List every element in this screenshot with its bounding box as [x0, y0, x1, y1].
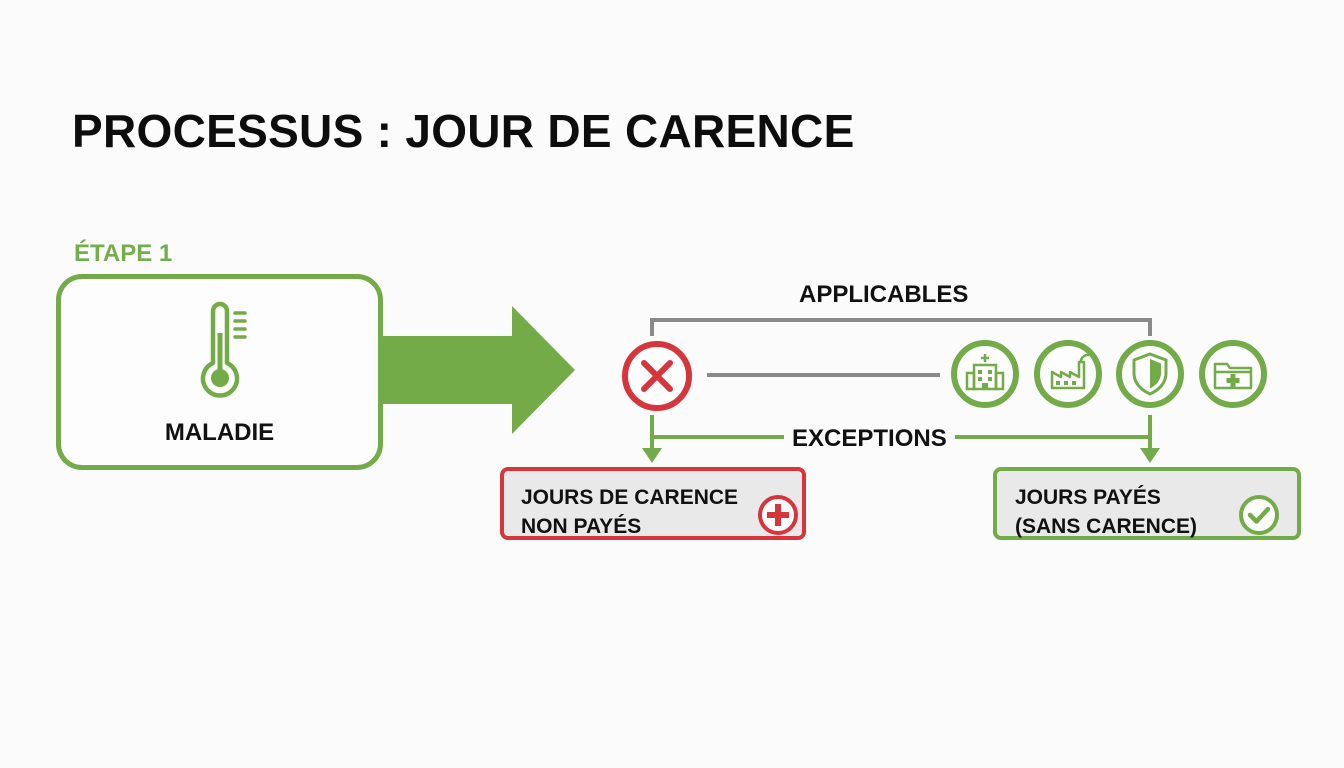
check-circle-icon	[1239, 495, 1279, 535]
exceptions-label: EXCEPTIONS	[784, 425, 955, 453]
maladie-label: MALADIE	[164, 419, 275, 446]
plus-circle-icon	[758, 495, 798, 535]
process-arrow	[379, 306, 575, 434]
unpaid-days-box: JOURS DE CARENCE NON PAYÉS	[500, 467, 806, 540]
factory-icon	[1034, 340, 1102, 408]
medical-folder-icon	[1199, 340, 1267, 408]
applicables-label: APPLICABLES	[799, 281, 969, 308]
paid-days-box: JOURS PAYÉS (SANS CARENCE)	[993, 467, 1301, 540]
x-circle-icon	[622, 341, 692, 411]
page-title: PROCESSUS : JOUR DE CARENCE	[72, 105, 855, 157]
paid-days-label: JOURS PAYÉS (SANS CARENCE)	[1015, 486, 1198, 538]
step-label: ÉTAPE 1	[74, 240, 173, 267]
maladie-box: MALADIE	[56, 274, 383, 470]
thermometer-icon	[200, 301, 247, 398]
shield-icon	[1116, 340, 1184, 408]
hospital-icon	[951, 340, 1019, 408]
unpaid-days-label: JOURS DE CARENCE NON PAYÉS	[521, 486, 739, 538]
